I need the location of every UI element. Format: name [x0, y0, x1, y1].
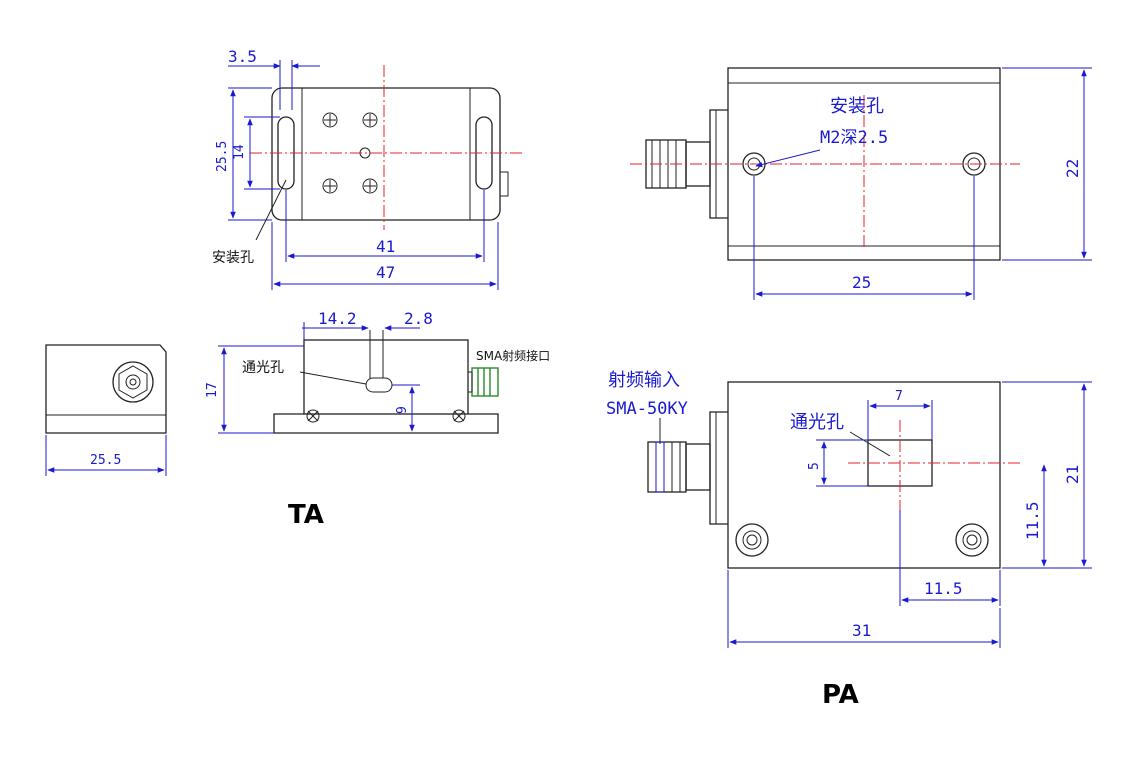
note-ta-rf-port: SMA射频接口 — [476, 348, 550, 363]
dim-pa-total-width: 31 — [852, 621, 871, 640]
note-pa-rf-connector: SMA-50KY — [606, 399, 688, 419]
dim-ta-slot-width: 3.5 — [228, 47, 257, 66]
dim-pa-aperture-width: 7 — [895, 389, 903, 404]
view-label-ta: TA — [288, 500, 324, 530]
ta-front-view: 14.2 2.8 17 9 通光孔 SMA射频接口 — [205, 309, 550, 434]
dim-pa-center-offset: 11.5 — [924, 579, 963, 598]
pa-front-view: 射频输入 SMA-50KY 通光孔 7 5 21 11.5 11.5 31 — [606, 370, 1092, 648]
note-pa-rf-input: 射频输入 — [608, 370, 680, 391]
dim-ta-height-inner: 14 — [232, 144, 247, 160]
note-pa-mounting-hole: 安装孔 — [830, 96, 884, 117]
dim-pa-aperture-height: 5 — [807, 462, 822, 470]
dim-ta-aperture-height: 9 — [395, 406, 410, 414]
dim-ta-height-outer: 25.5 — [215, 141, 230, 172]
dim-pa-top-height: 22 — [1063, 159, 1082, 178]
view-label-pa: PA — [822, 680, 859, 710]
ta-top-view: 3.5 25.5 14 安装孔 41 47 — [212, 47, 525, 290]
dim-pa-total-height: 21 — [1063, 465, 1082, 484]
dim-ta-total-width: 47 — [376, 263, 395, 282]
note-pa-mounting-thread: M2深2.5 — [820, 128, 888, 148]
dim-ta-side-width: 25.5 — [90, 453, 121, 468]
note-ta-mounting-hole: 安装孔 — [212, 250, 254, 266]
pa-top-view: 安装孔 M2深2.5 22 25 — [630, 67, 1092, 300]
dim-ta-front-height: 17 — [205, 382, 220, 398]
dim-pa-hole-span: 25 — [852, 273, 871, 292]
note-pa-aperture: 通光孔 — [790, 412, 844, 433]
dim-ta-aperture-width: 2.8 — [404, 309, 433, 328]
dim-ta-front-offset: 14.2 — [318, 309, 357, 328]
ta-side-view: 25.5 — [45, 344, 167, 476]
note-ta-aperture: 通光孔 — [242, 360, 284, 376]
dim-pa-center-height: 11.5 — [1023, 501, 1042, 540]
dim-ta-hole-span: 41 — [376, 237, 395, 256]
